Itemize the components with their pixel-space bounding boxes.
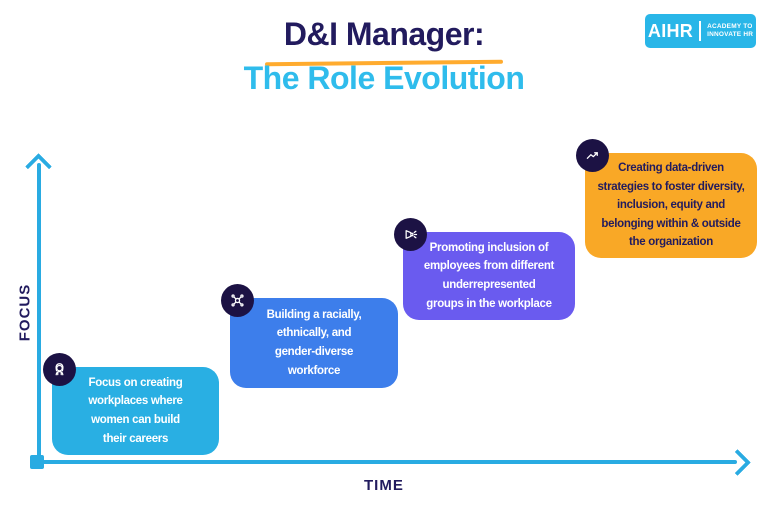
trend-up-icon — [586, 152, 598, 159]
step-1-text: Focus on creating workplaces where women… — [88, 376, 183, 445]
step-4-text: Creating data-driven strategies to foste… — [597, 161, 745, 249]
logo-brand-text: AIHR — [647, 20, 694, 41]
step-card-4: Creating data-driven strategies to foste… — [576, 139, 757, 258]
step-1-icon-badge — [43, 353, 76, 386]
y-axis-arrow-icon — [25, 153, 52, 180]
aihr-logo: AIHR ACADEMY TO INNOVATE HR — [645, 14, 756, 48]
y-axis-line — [37, 163, 41, 462]
step-card-1: Focus on creating workplaces where women… — [43, 353, 219, 455]
page-title-line2: The Role Evolution — [243, 60, 525, 96]
megaphone-icon — [405, 230, 418, 239]
x-axis-arrow-icon — [724, 449, 751, 476]
step-2-text: Building a racially, ethnically, and gen… — [266, 308, 362, 377]
logo-tagline: ACADEMY TO INNOVATE HR — [707, 22, 754, 38]
logo-divider — [699, 21, 702, 41]
step-3-text: Promoting inclusion of employees from di… — [423, 241, 555, 310]
page-title-line1: D&I Manager: — [283, 16, 485, 52]
axes-origin-marker — [30, 455, 44, 469]
diversity-network-icon — [231, 294, 244, 307]
x-axis-label: TIME — [364, 477, 404, 494]
step-3-icon-badge — [394, 218, 427, 251]
step-card-3: Promoting inclusion of employees from di… — [394, 218, 575, 320]
woman-icon — [55, 363, 64, 376]
step-4-icon-badge — [576, 139, 609, 172]
step-card-2: Building a racially, ethnically, and gen… — [221, 284, 398, 388]
step-2-icon-badge — [221, 284, 254, 317]
x-axis-line — [37, 460, 737, 464]
y-axis-label: FOCUS — [16, 283, 34, 342]
